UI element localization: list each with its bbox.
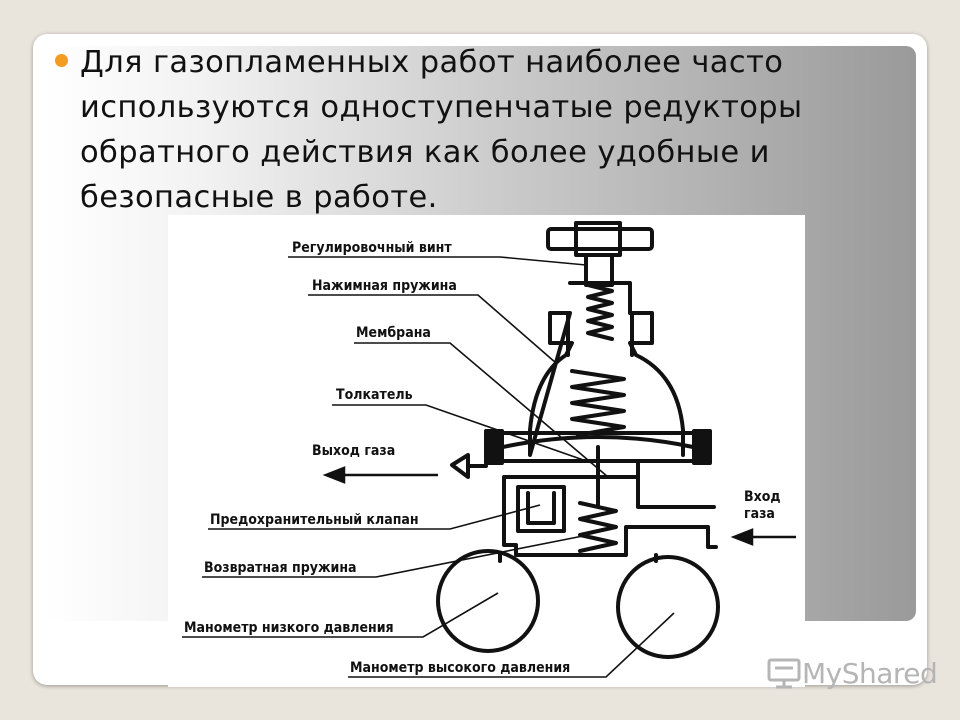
bonnet-inner <box>566 313 634 357</box>
slide-paragraph: Для газопламенных работ наиболее часто и… <box>80 45 803 215</box>
leader-safety-valve <box>208 504 541 530</box>
screw-shaft <box>584 253 614 287</box>
label-safety-valve: Предохранительный клапан <box>210 512 419 528</box>
leader-pusher <box>332 404 593 464</box>
high-pressure-gauge-dial <box>616 555 720 659</box>
reducer-diagram: Регулировочный винт Нажимная пружина Мем… <box>168 215 805 687</box>
bullet-dot <box>55 54 68 67</box>
label-gas-inlet-2: газа <box>744 506 775 522</box>
label-pusher: Толкатель <box>336 387 413 403</box>
lower-body <box>502 461 718 557</box>
leader-return-spring <box>202 534 589 578</box>
bonnet <box>528 281 685 457</box>
safety-valve-body <box>516 485 566 533</box>
reducer-diagram-svg: Регулировочный винт Нажимная пружина Мем… <box>182 221 796 678</box>
label-high-pressure-gauge: Манометр высокого давления <box>350 660 570 676</box>
label-membrane: Мембрана <box>356 325 431 341</box>
label-adjusting-screw: Регулировочный винт <box>292 240 452 256</box>
flange-bolt-right <box>692 429 712 465</box>
watermark-text: MyShared <box>802 656 938 690</box>
label-gas-outlet: Выход газа <box>312 443 395 459</box>
label-low-pressure-gauge: Манометр низкого давления <box>184 620 394 636</box>
leader-high-gauge <box>348 612 675 678</box>
leader-pressure-spring <box>308 294 557 364</box>
return-spring <box>578 501 618 553</box>
gauge-stems <box>498 551 658 563</box>
label-pressure-spring: Нажимная пружина <box>312 278 457 294</box>
label-return-spring: Возвратная пружина <box>204 560 357 576</box>
watermark: MyShared <box>766 655 938 691</box>
membrane-line <box>501 435 695 449</box>
low-pressure-gauge-dial <box>436 549 540 653</box>
leader-membrane <box>354 342 609 478</box>
screw-spring <box>586 283 614 341</box>
outlet-arrowhead <box>322 466 346 484</box>
leader-adjusting-screw <box>288 256 587 266</box>
flange-bolt-left <box>484 429 504 465</box>
safety-valve-inner <box>526 491 556 525</box>
outlet-valve <box>450 453 488 479</box>
leader-low-gauge <box>182 592 499 638</box>
projector-screen-icon <box>767 658 801 689</box>
pressure-spring <box>570 369 626 437</box>
screw-knob <box>546 227 654 251</box>
label-gas-inlet-1: Вход <box>744 489 781 505</box>
inlet-arrowhead <box>730 528 754 546</box>
